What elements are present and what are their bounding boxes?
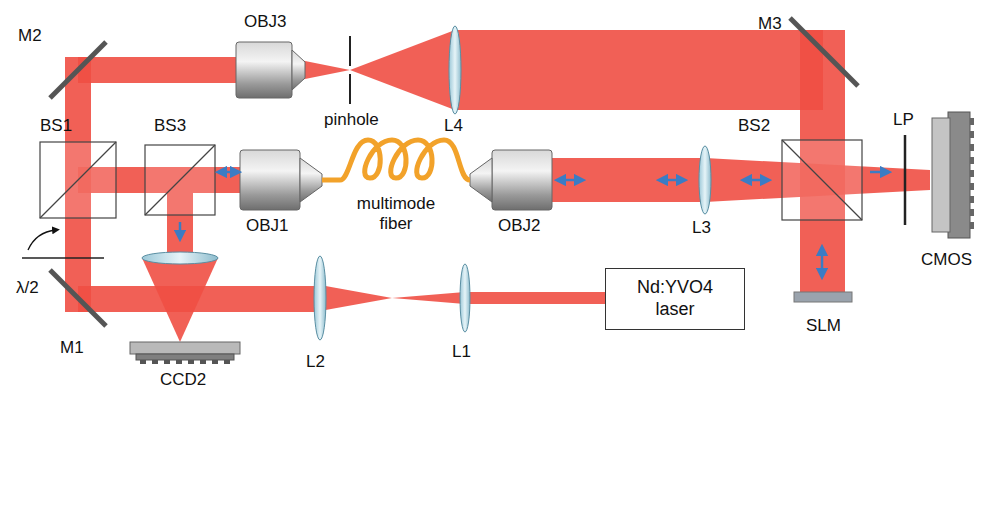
half-wave-plate	[22, 257, 104, 259]
mirror-label: M1	[60, 338, 84, 358]
camera-label: CCD2	[160, 370, 206, 390]
beam-splitters	[40, 140, 862, 220]
slm-label: SLM	[806, 316, 841, 336]
lens-label: L2	[306, 352, 325, 372]
beam-splitter-label: BS3	[154, 116, 186, 136]
rotation-arrow	[28, 230, 56, 250]
laser-box: Nd:YVO4 laser	[605, 268, 745, 330]
lens-label: L3	[692, 218, 711, 238]
polarization-arrows	[180, 172, 886, 274]
mirror-label: M2	[18, 26, 42, 46]
polarizer-label: LP	[893, 110, 914, 130]
camera-label: CMOS	[921, 250, 972, 270]
slm-panel	[794, 292, 852, 302]
multimode-fiber	[322, 140, 470, 180]
pinhole-plate	[349, 36, 351, 104]
objective-label: OBJ1	[246, 216, 289, 236]
lens-label: L1	[452, 342, 471, 362]
fiber-label: multimode fiber	[350, 194, 442, 233]
ccd-sensor	[130, 342, 240, 364]
cmos-sensor	[932, 112, 974, 238]
beam-splitter-label: BS1	[40, 116, 72, 136]
lens-label: L4	[444, 116, 463, 136]
pinhole-label: pinhole	[324, 110, 379, 130]
linear-polarizer	[904, 135, 907, 225]
beam-splitter-label: BS2	[738, 116, 770, 136]
objective-label: OBJ3	[244, 12, 287, 32]
waveplate-label: λ/2	[16, 278, 39, 298]
objective-label: OBJ2	[498, 216, 541, 236]
mirror-label: M3	[758, 14, 782, 34]
node-label: Nd:YVO4 laser	[634, 277, 716, 320]
objectives	[236, 42, 552, 210]
laser-beam	[65, 30, 930, 342]
